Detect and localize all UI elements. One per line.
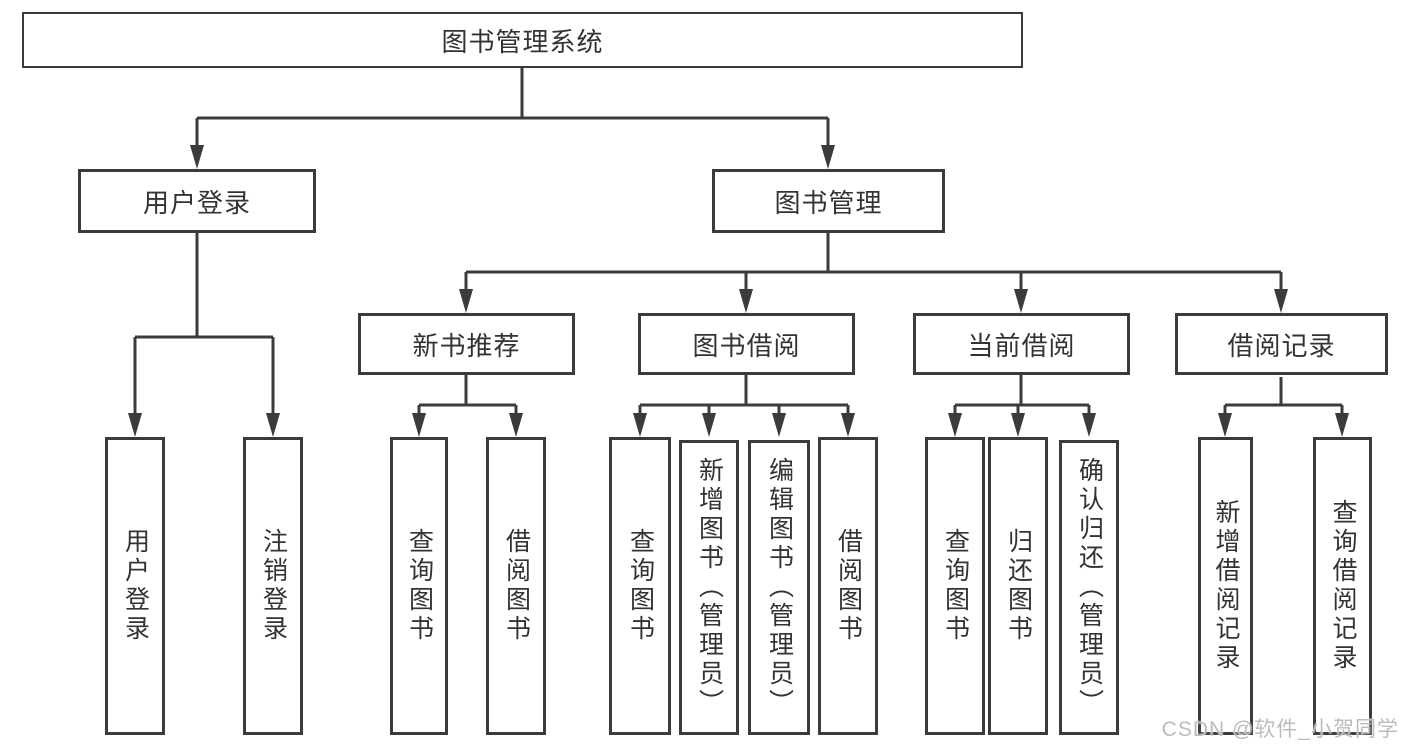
- node-label: 借阅图书: [834, 528, 863, 644]
- leaf-add-borrow-record: 新增借阅记录: [1198, 437, 1253, 735]
- connector-book-management-to-level3: [459, 233, 1288, 313]
- node-borrowing-records: 借阅记录: [1175, 313, 1388, 375]
- leaf-add-book-admin: 新增图书（管理员）: [679, 440, 739, 735]
- node-label: 注销登录: [259, 528, 288, 644]
- leaf-logout: 注销登录: [243, 437, 303, 735]
- node-book-management: 图书管理: [712, 169, 945, 233]
- node-book-borrowing: 图书借阅: [638, 313, 855, 375]
- leaf-query-books-borrowing: 查询图书: [609, 437, 671, 735]
- node-label: 查询借阅记录: [1329, 499, 1357, 673]
- node-label: 新增图书（管理员）: [695, 457, 724, 718]
- connector-user-login-children: [128, 233, 280, 437]
- node-label: 用户登录: [142, 187, 251, 218]
- connector-current-borrowing-children: [948, 375, 1096, 437]
- leaf-confirm-return-admin: 确认归还（管理员）: [1059, 440, 1119, 735]
- node-current-borrowing: 当前借阅: [913, 313, 1130, 375]
- leaf-return-books: 归还图书: [988, 437, 1048, 735]
- leaf-borrow-books-recommend: 借阅图书: [486, 437, 546, 735]
- node-label: 查询图书: [941, 528, 970, 644]
- connector-book-borrowing-children: [633, 375, 855, 437]
- leaf-user-login: 用户登录: [105, 437, 165, 735]
- connector-root-to-level2: [190, 68, 835, 169]
- leaf-query-books-recommend: 查询图书: [390, 437, 448, 735]
- node-library-system-root: 图书管理系统: [22, 12, 1023, 68]
- leaf-query-borrow-record: 查询借阅记录: [1313, 437, 1372, 735]
- leaf-borrow-books-borrowing: 借阅图书: [818, 437, 878, 735]
- node-label: 查询图书: [626, 528, 655, 644]
- node-new-book-recommendation: 新书推荐: [358, 313, 575, 375]
- node-label: 用户登录: [121, 528, 150, 644]
- node-label: 当前借阅: [967, 330, 1076, 361]
- node-label: 借阅图书: [502, 528, 531, 644]
- watermark: CSDN @软件_小贺同学: [1161, 718, 1399, 741]
- node-label: 新增借阅记录: [1212, 499, 1240, 673]
- node-label: 借阅记录: [1227, 330, 1336, 361]
- node-label: 图书管理: [774, 187, 883, 218]
- node-label: 查询图书: [405, 528, 434, 644]
- connector-new-book-recommendation-children: [412, 375, 523, 437]
- node-label: 编辑图书（管理员）: [765, 457, 794, 718]
- node-label: 图书借阅: [692, 330, 801, 361]
- node-label: 确认归还（管理员）: [1075, 457, 1104, 718]
- leaf-query-books-current: 查询图书: [925, 437, 985, 735]
- leaf-edit-book-admin: 编辑图书（管理员）: [748, 440, 810, 735]
- node-label: 归还图书: [1004, 528, 1033, 644]
- connector-borrowing-records-children: [1218, 377, 1349, 437]
- node-label: 新书推荐: [412, 330, 521, 361]
- node-label: 图书管理系统: [441, 26, 604, 57]
- node-user-login: 用户登录: [78, 169, 316, 233]
